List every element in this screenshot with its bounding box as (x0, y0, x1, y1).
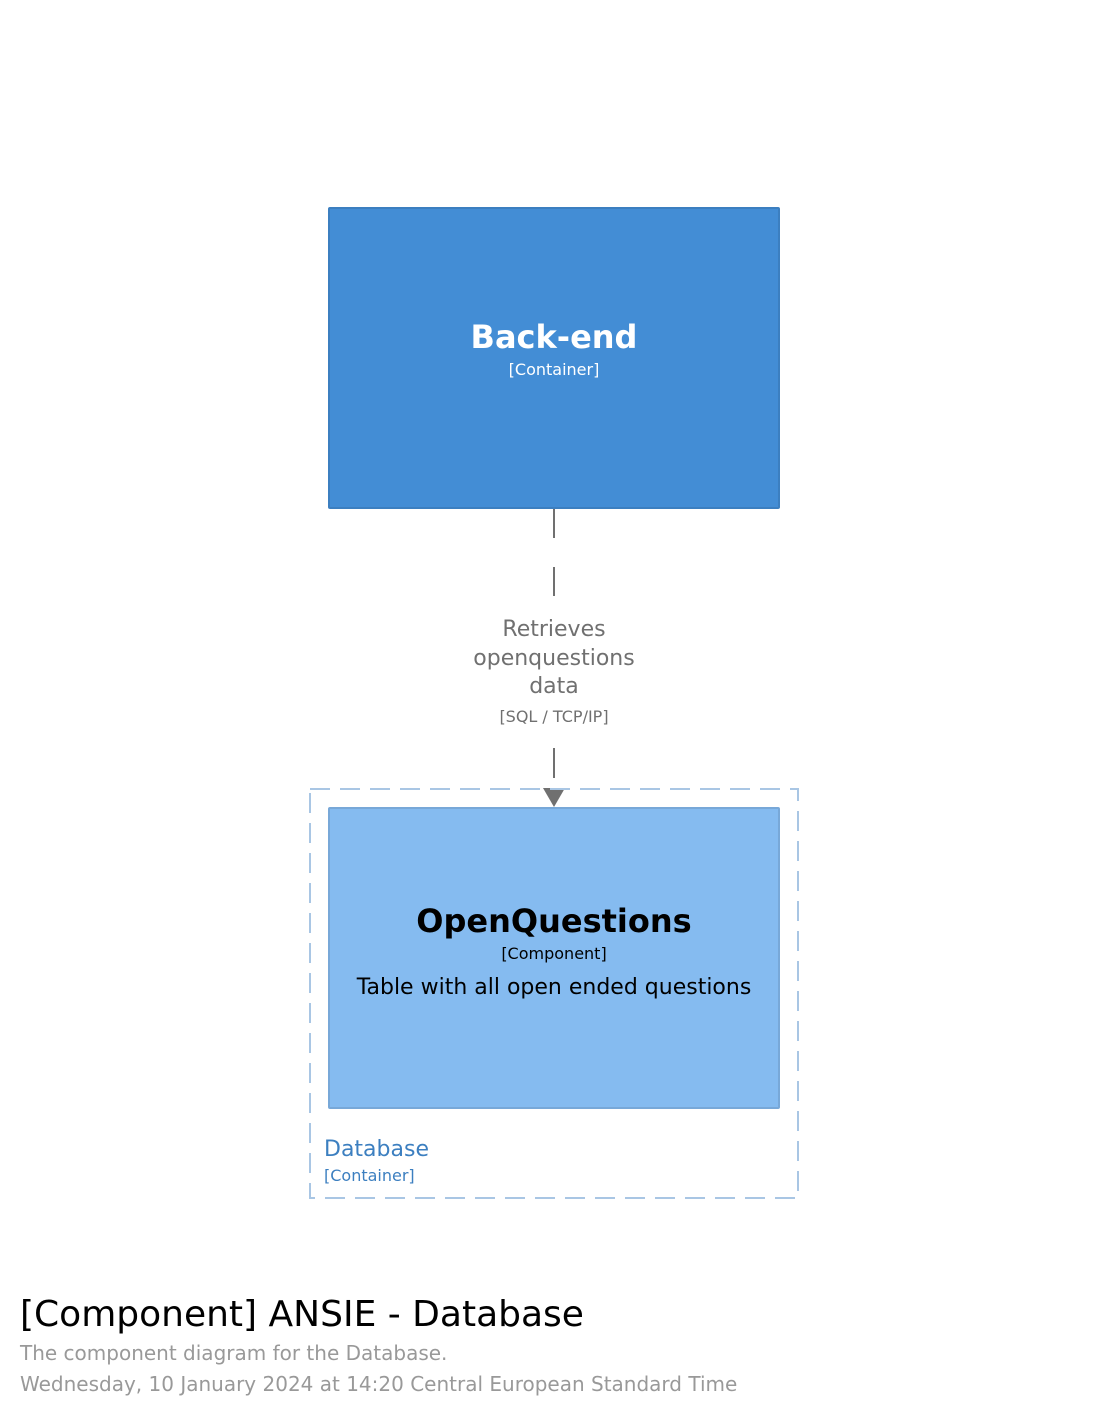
diagram-date: Wednesday, 10 January 2024 at 14:20 Cent… (20, 1372, 738, 1396)
node-type: [Component] (501, 944, 607, 963)
relationship-label: Retrieves openquestions data [SQL / TCP/… (440, 616, 668, 728)
relationship-description-line: openquestions (473, 645, 635, 671)
node-title: OpenQuestions (416, 902, 692, 940)
boundary-name: Database (324, 1137, 429, 1162)
database-boundary: Database [Container] (309, 788, 799, 1199)
node-title: Back-end (470, 318, 638, 356)
diagram-footer: [Component] ANSIE - Database The compone… (20, 1292, 737, 1400)
backend-container-node[interactable]: Back-end [Container] (328, 207, 780, 509)
relationship-technology: [SQL / TCP/IP] (499, 706, 609, 726)
relationship-description-line: Retrieves (502, 617, 606, 642)
relationship-description-line: data (529, 674, 579, 699)
diagram-title: [Component] ANSIE - Database (20, 1294, 584, 1335)
boundary-frame (309, 788, 799, 1199)
boundary-type: [Container] (324, 1166, 415, 1185)
diagram-description: The component diagram for the Database. (20, 1341, 448, 1365)
openquestions-component-node[interactable]: OpenQuestions [Component] Table with all… (328, 807, 780, 1109)
node-type: [Container] (508, 360, 600, 379)
node-description: Table with all open ended questions (356, 975, 752, 1000)
